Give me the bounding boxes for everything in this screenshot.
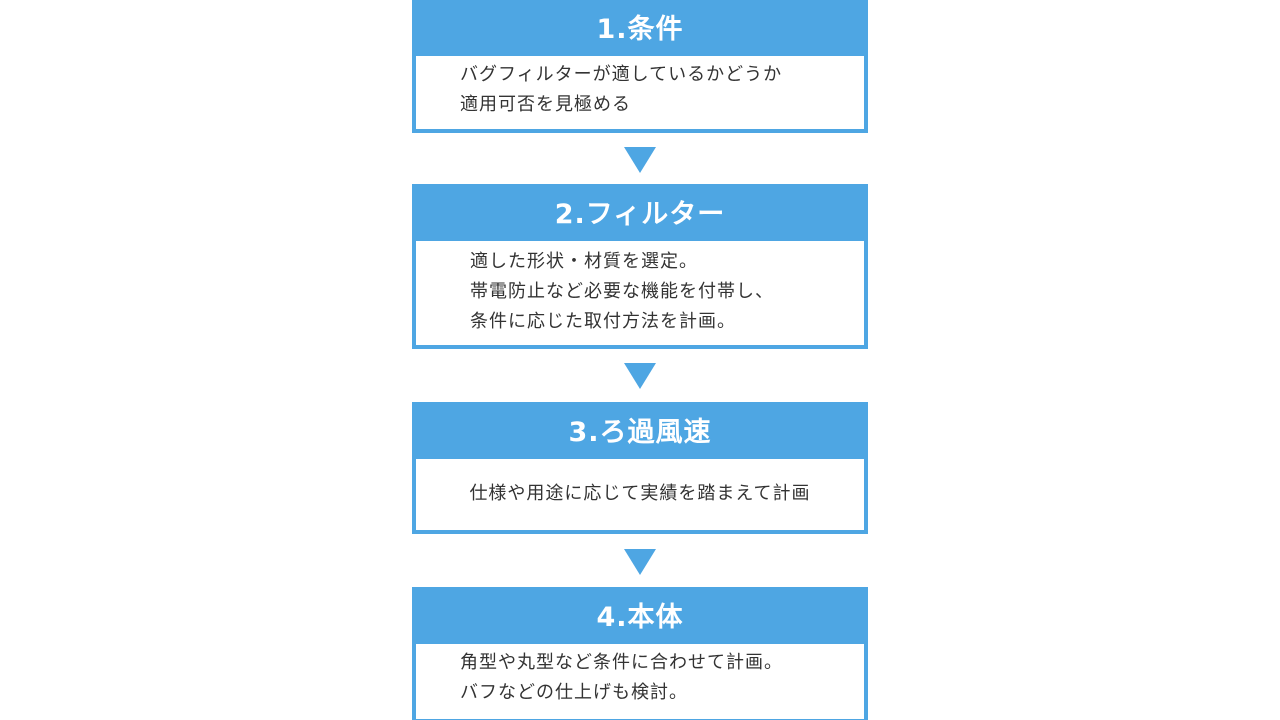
step-2-line-1: 適した形状・材質を選定。 bbox=[470, 251, 698, 272]
step-4-box: 4.本体 角型や丸型など条件に合わせて計画。 バフなどの仕上げも検討。 bbox=[412, 587, 868, 720]
step-2-description: 適した形状・材質を選定。 帯電防止など必要な機能を付帯し、 条件に応じた取付方法… bbox=[416, 241, 864, 337]
step-4-description: 角型や丸型など条件に合わせて計画。 バフなどの仕上げも検討。 bbox=[416, 644, 864, 708]
step-1-box: 1.条件 バグフィルターが適しているかどうか 適用可否を見極める bbox=[412, 0, 868, 133]
down-arrow-icon bbox=[624, 549, 656, 575]
step-1-line-1: バグフィルターが適しているかどうか bbox=[460, 64, 783, 85]
step-4-title: 4.本体 bbox=[416, 591, 864, 644]
step-1-line-2: 適用可否を見極める bbox=[460, 94, 631, 115]
step-3-description: 仕様や用途に応じて実績を踏まえて計画 bbox=[416, 459, 864, 509]
step-1-description: バグフィルターが適しているかどうか 適用可否を見極める bbox=[416, 56, 864, 120]
step-4-line-1: 角型や丸型など条件に合わせて計画。 bbox=[460, 652, 783, 673]
step-3-title: 3.ろ過風速 bbox=[416, 406, 864, 459]
step-2-line-2: 帯電防止など必要な機能を付帯し、 bbox=[470, 281, 774, 302]
step-1-title: 1.条件 bbox=[416, 0, 864, 56]
step-2-line-3: 条件に応じた取付方法を計画。 bbox=[470, 311, 736, 332]
step-3-box: 3.ろ過風速 仕様や用途に応じて実績を踏まえて計画 bbox=[412, 402, 868, 534]
step-4-line-2: バフなどの仕上げも検討。 bbox=[460, 682, 688, 703]
step-2-title: 2.フィルター bbox=[416, 188, 864, 241]
step-2-box: 2.フィルター 適した形状・材質を選定。 帯電防止など必要な機能を付帯し、 条件… bbox=[412, 184, 868, 349]
down-arrow-icon bbox=[624, 147, 656, 173]
step-3-line-1: 仕様や用途に応じて実績を踏まえて計画 bbox=[469, 483, 811, 504]
down-arrow-icon bbox=[624, 363, 656, 389]
